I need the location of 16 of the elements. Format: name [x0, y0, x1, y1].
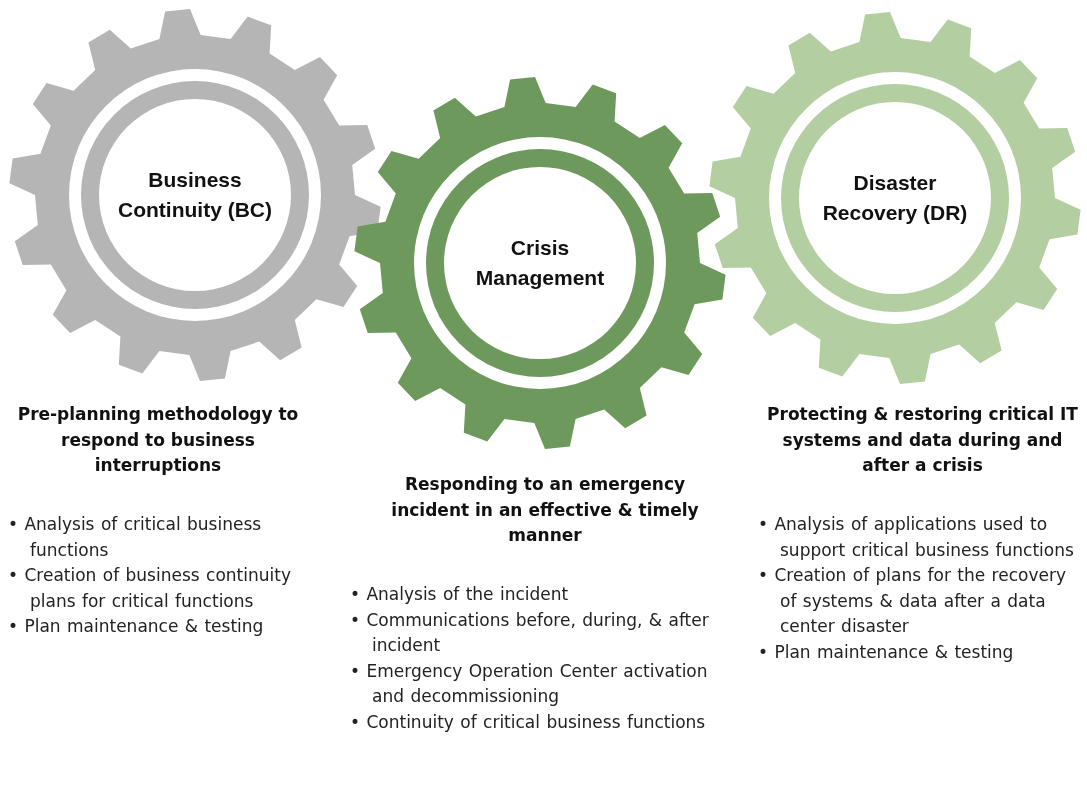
- bullet-item: • Plan maintenance & testing: [758, 640, 1015, 664]
- gear-title: Business Continuity (BC): [117, 166, 273, 223]
- description-heading: Responding to an emergency incident in an effective & timely manner: [390, 473, 700, 547]
- bullet-item: • Analysis of applications used to support critical business functions: [758, 513, 1075, 562]
- bullet-item: • Continuity of critical business functions: [350, 710, 707, 734]
- description-heading: Protecting & restoring critical IT systems and data during and after a crisis: [766, 403, 1079, 477]
- bullet-item: • Analysis of critical business functions: [8, 513, 263, 562]
- description-heading: Pre-planning methodology to respond to business interruptions: [16, 403, 300, 477]
- bullet-item: • Creation of business continuity plans for critical functions: [8, 564, 292, 613]
- bullet-item: • Communications before, during, & after incident: [350, 608, 710, 657]
- bullet-item: • Creation of plans for the recovery of systems & data after a data center disaster: [758, 564, 1067, 638]
- bullet-item: • Emergency Operation Center activation and decommissioning: [350, 659, 709, 708]
- gear-title: Crisis Management: [474, 234, 606, 291]
- bullet-item: • Plan maintenance & testing: [8, 615, 265, 638]
- gear-title: Disaster Recovery (DR): [821, 169, 969, 226]
- bullet-item: • Analysis of the incident: [350, 583, 570, 606]
